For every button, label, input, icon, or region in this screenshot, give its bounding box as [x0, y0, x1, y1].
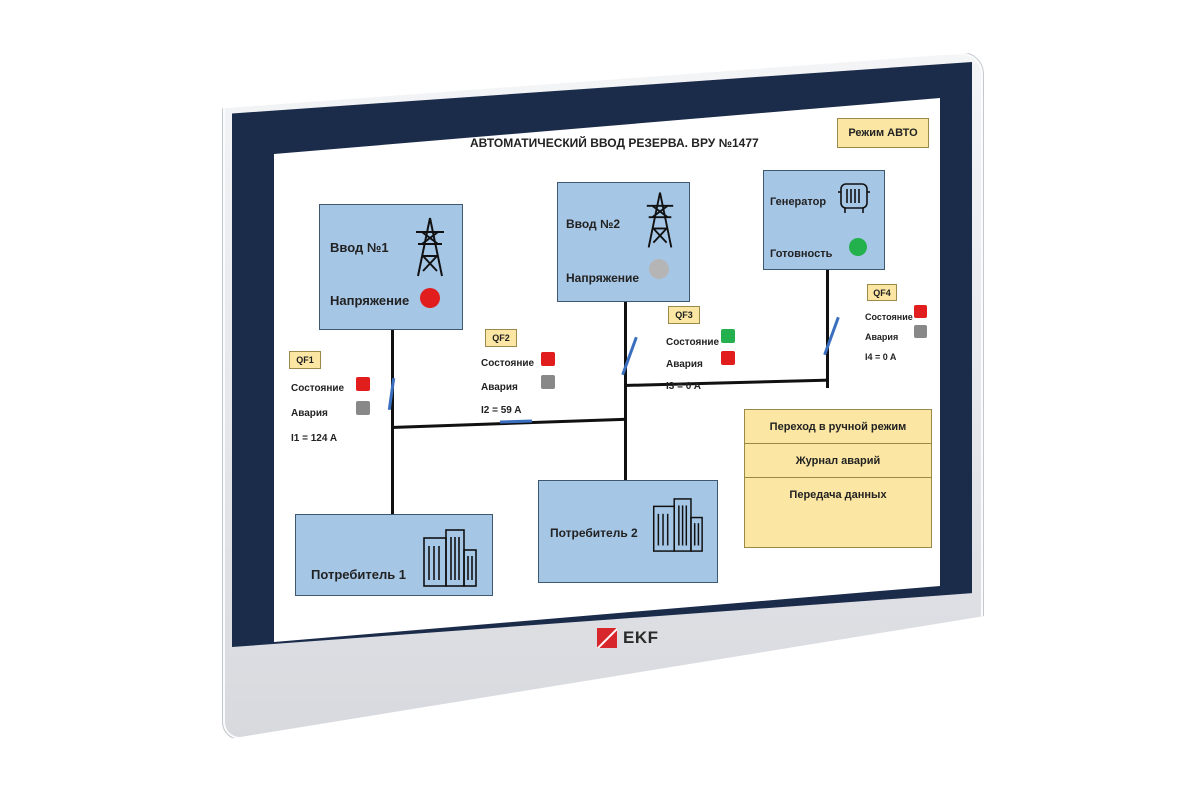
ekf-logo-icon	[597, 628, 617, 648]
qf1-state-label: Состояние	[291, 383, 345, 394]
building-icon	[420, 528, 478, 588]
qf4-tag: QF4	[867, 284, 897, 301]
brand-name: EKF	[623, 628, 659, 647]
qf1-alarm-label: Авария	[291, 408, 328, 419]
control-menu: Переход в ручной режим Журнал аварий Пер…	[744, 409, 932, 548]
wire-qf4	[826, 268, 829, 388]
qf3-alarm-label: Авария	[666, 359, 703, 370]
qf1-current: I1 = 124 A	[291, 433, 338, 444]
alarm-log-button[interactable]: Журнал аварий	[745, 444, 931, 478]
input-1-label: Ввод №1	[330, 240, 389, 255]
generator-ready-lamp	[849, 238, 867, 256]
brand-logo: EKF	[597, 628, 659, 648]
input-2-voltage-lamp	[649, 259, 669, 279]
page-title: АВТОМАТИЧЕСКИЙ ВВОД РЕЗЕРВА. ВРУ №1477	[470, 136, 759, 150]
qf2-alarm-indicator	[541, 375, 555, 389]
wire-qf3	[624, 301, 627, 497]
generator-icon	[836, 180, 872, 216]
input-2-panel[interactable]	[557, 182, 690, 302]
qf2-state-label: Состояние	[481, 358, 535, 369]
input-2-voltage-label: Напряжение	[566, 271, 640, 285]
qf1-alarm-indicator	[356, 401, 370, 415]
qf2-state-indicator	[541, 352, 555, 366]
input-1-voltage-lamp	[420, 288, 440, 308]
qf4-state-label: Состояние	[865, 312, 913, 322]
building-icon	[650, 497, 704, 553]
consumer-1-panel[interactable]	[295, 514, 493, 596]
generator-label: Генератор	[770, 196, 827, 208]
qf4-alarm-indicator	[914, 325, 927, 338]
generator-ready-label: Готовность	[770, 248, 833, 260]
qf2-alarm-label: Авария	[481, 382, 518, 393]
qf4-alarm-label: Авария	[865, 332, 899, 342]
input-1-panel[interactable]	[319, 204, 463, 330]
manual-mode-button[interactable]: Переход в ручной режим	[745, 410, 931, 444]
qf1-state-indicator	[356, 377, 370, 391]
qf1-tag: QF1	[289, 351, 321, 369]
qf3-alarm-indicator	[721, 351, 735, 365]
input-1-voltage-label: Напряжение	[330, 293, 410, 308]
consumer-2-panel[interactable]	[538, 480, 718, 583]
qf4-state-indicator	[914, 305, 927, 318]
consumer-2-label: Потребитель 2	[550, 526, 638, 540]
power-tower-icon	[643, 190, 677, 250]
qf3-current: I3 = 0 A	[666, 381, 701, 392]
qf3-state-indicator	[721, 329, 735, 343]
data-transfer-button[interactable]: Передача данных	[789, 488, 887, 501]
qf3-tag: QF3	[668, 306, 700, 324]
input-2-label: Ввод №2	[566, 217, 621, 231]
mode-button[interactable]: Режим АВТО	[837, 118, 929, 148]
wire-qf1	[391, 329, 394, 529]
generator-panel[interactable]	[763, 170, 885, 270]
qf3-state-label: Состояние	[666, 337, 720, 348]
consumer-1-label: Потребитель 1	[311, 567, 407, 582]
qf4-current: I4 = 0 A	[865, 352, 897, 362]
power-tower-icon	[412, 216, 448, 278]
qf2-current: I2 = 59 A	[481, 405, 522, 416]
qf2-tag: QF2	[485, 329, 517, 347]
